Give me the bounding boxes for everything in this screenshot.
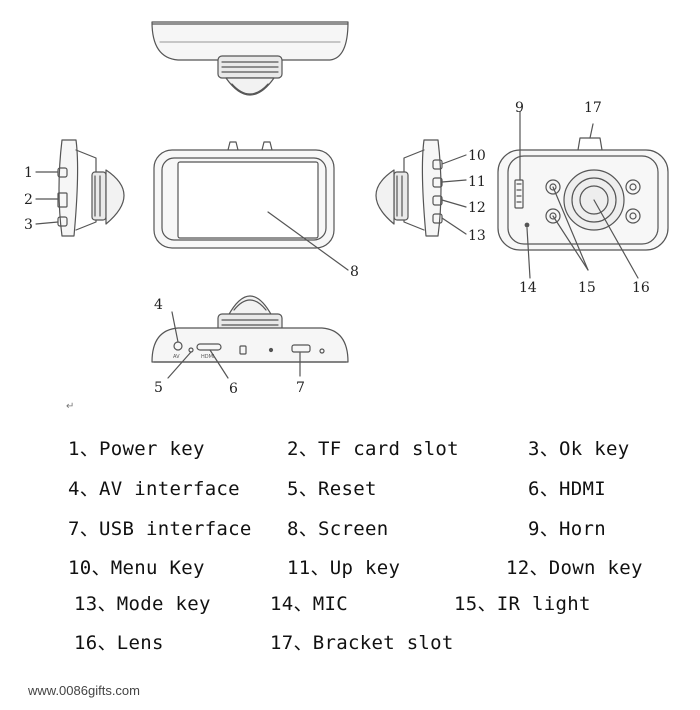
av-port-label: AV (173, 354, 180, 360)
callout-5: 5 (154, 380, 163, 396)
legend-item-hdmi: 6、HDMI (528, 478, 606, 500)
dashcam-diagram: 1 2 3 4 5 6 7 8 9 10 11 12 13 14 15 16 1… (24, 21, 669, 397)
legend-item-power-key: 1、Power key (68, 438, 205, 460)
legend-item-tf-card-slot: 2、TF card slot (287, 438, 459, 460)
hdmi-port-label: HDMI (201, 354, 214, 360)
legend-item-ok-key: 3、Ok key (528, 438, 630, 460)
return-mark: ↵ (66, 401, 75, 412)
right-side-view (375, 139, 467, 237)
legend-item-reset: 5、Reset (287, 478, 377, 500)
callout-2: 2 (24, 192, 33, 208)
callout-10: 10 (468, 148, 486, 164)
callout-8: 8 (350, 264, 359, 280)
rear-view (497, 111, 669, 279)
website-footer: www.0086gifts.com (28, 683, 140, 698)
legend-item-menu-key: 10、Menu Key (68, 557, 205, 579)
legend-item-usb-interface: 7、USB interface (68, 518, 252, 540)
callout-15: 15 (578, 280, 596, 296)
legend-item-mic: 14、MIC (270, 593, 348, 615)
callout-7: 7 (296, 380, 305, 396)
callout-6: 6 (229, 381, 238, 397)
legend-item-down-key: 12、Down key (506, 557, 643, 579)
callout-13: 13 (468, 228, 486, 244)
front-view (153, 141, 349, 271)
callout-1: 1 (24, 165, 33, 181)
callout-14: 14 (519, 280, 537, 296)
callout-12: 12 (468, 200, 486, 216)
callout-4: 4 (154, 297, 163, 313)
legend-item-bracket-slot: 17、Bracket slot (270, 632, 454, 654)
bottom-view (151, 295, 349, 379)
callout-16: 16 (632, 280, 650, 296)
callout-9: 9 (515, 100, 524, 116)
top-view (151, 21, 349, 96)
legend-item-lens: 16、Lens (74, 632, 164, 654)
legend-item-ir-light: 15、IR light (454, 593, 591, 615)
callout-3: 3 (24, 217, 33, 233)
legend-item-horn: 9、Horn (528, 518, 606, 540)
callout-17: 17 (584, 100, 602, 116)
legend-item-up-key: 11、Up key (287, 557, 401, 579)
legend-item-screen: 8、Screen (287, 518, 389, 540)
left-side-view (35, 139, 125, 237)
legend-item-mode-key: 13、Mode key (74, 593, 211, 615)
callout-11: 11 (468, 174, 486, 190)
legend-item-av-interface: 4、AV interface (68, 478, 240, 500)
